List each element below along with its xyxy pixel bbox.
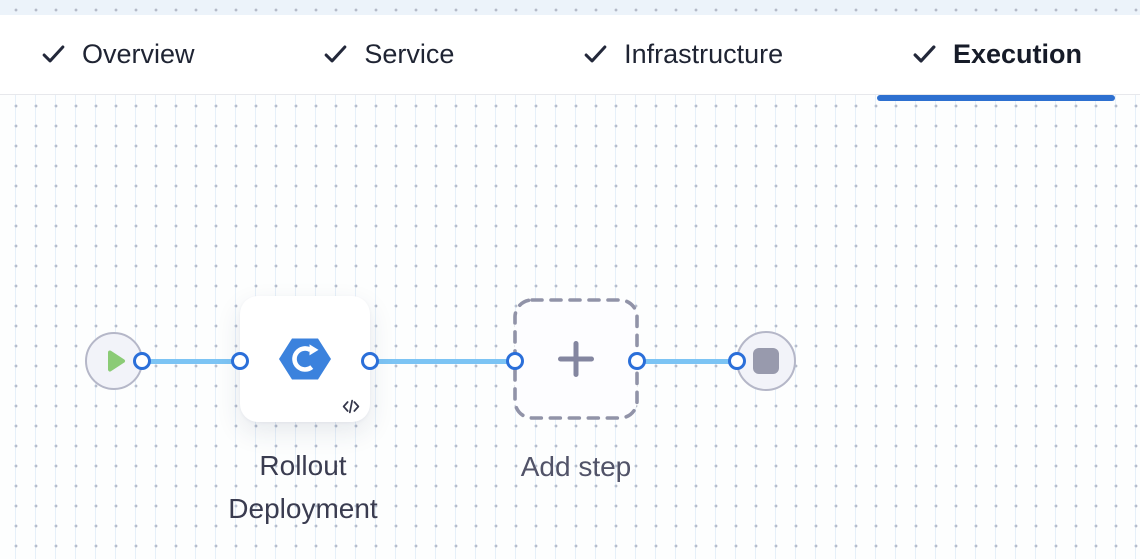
canvas-top-strip	[0, 0, 1140, 15]
play-icon	[108, 350, 125, 372]
add-step-node[interactable]	[513, 298, 639, 420]
step-node-label: Rollout Deployment	[228, 450, 378, 524]
tab-label: Infrastructure	[624, 39, 784, 69]
rollout-deployment-icon	[279, 338, 331, 380]
tab-label: Overview	[82, 39, 195, 69]
connector-port[interactable]	[728, 352, 746, 370]
connector-line	[142, 359, 240, 364]
pipeline-end-node[interactable]	[736, 331, 796, 391]
check-icon	[584, 45, 607, 63]
connector-port[interactable]	[231, 352, 249, 370]
tab-service[interactable]: Service	[322, 15, 454, 94]
check-icon	[324, 45, 347, 63]
connector-port[interactable]	[628, 352, 646, 370]
stop-icon	[753, 348, 779, 374]
pipeline-canvas[interactable]: Rollout Deployment Add step	[0, 95, 1140, 559]
check-icon	[42, 45, 65, 63]
add-step-label[interactable]: Add step	[520, 451, 632, 482]
active-tab-underline	[877, 95, 1116, 101]
tab-label: Service	[364, 39, 455, 69]
tab-execution[interactable]: Execution	[877, 15, 1116, 101]
step-node-rollout-deployment[interactable]	[240, 296, 370, 422]
connector-port[interactable]	[133, 352, 151, 370]
tab-label: Execution	[952, 39, 1082, 69]
connector-port[interactable]	[506, 352, 524, 370]
tab-overview[interactable]: Overview	[40, 15, 195, 94]
stage-tabbar: Overview Service Infrastructure Executio…	[0, 15, 1140, 101]
check-icon	[913, 45, 936, 63]
connector-line	[370, 359, 515, 364]
connector-line	[637, 359, 737, 364]
tab-infrastructure[interactable]: Infrastructure	[582, 15, 783, 94]
plus-icon	[558, 341, 594, 377]
connector-port[interactable]	[361, 352, 379, 370]
code-icon[interactable]	[342, 399, 360, 414]
